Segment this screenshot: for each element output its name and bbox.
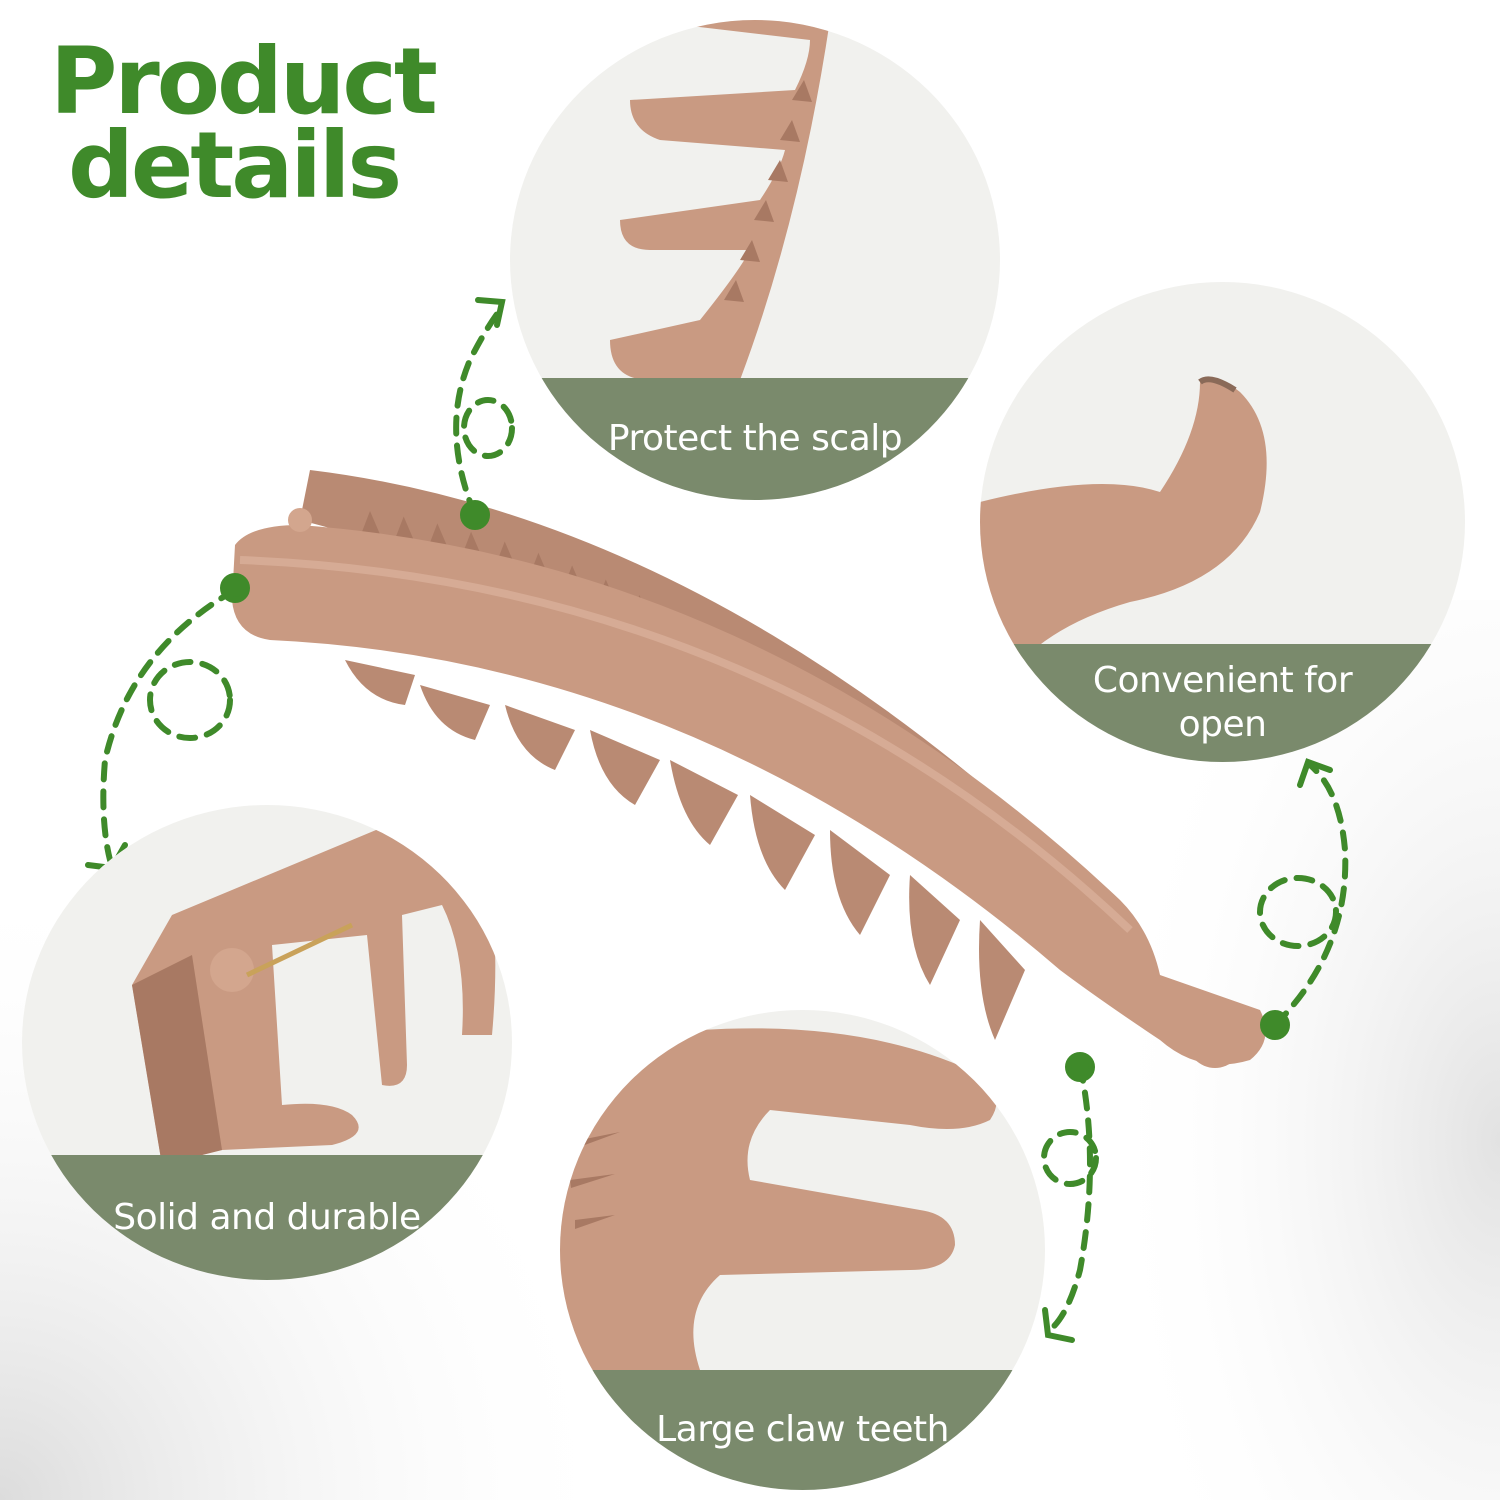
- callout-band: Large claw teeth: [560, 1370, 1045, 1490]
- clip-front-bar: [232, 525, 1266, 1065]
- callout-band: Convenient for open: [980, 644, 1465, 762]
- callout-large-claw-teeth: Large claw teeth: [560, 1010, 1045, 1490]
- callout-band: Protect the scalp: [510, 378, 1000, 500]
- open-label-line-1: Convenient for: [1092, 660, 1353, 701]
- open-label-line-2: open: [1178, 704, 1267, 745]
- callout-solid-durable: Solid and durable: [22, 805, 512, 1280]
- clip-lower-teeth: [345, 660, 1025, 1040]
- callout-protect-scalp: Protect the scalp: [510, 20, 1000, 500]
- headline: Product details: [50, 28, 438, 219]
- teeth-label: Large claw teeth: [656, 1409, 949, 1450]
- headline-line-1: Product: [50, 28, 438, 135]
- headline-line-2: details: [68, 112, 402, 219]
- callout-convenient-open: Convenient for open: [980, 282, 1465, 762]
- durable-label: Solid and durable: [113, 1196, 421, 1238]
- clip-rear-rail: [300, 470, 1150, 1010]
- callout-band: Solid and durable: [22, 1155, 512, 1280]
- scalp-label: Protect the scalp: [607, 418, 903, 459]
